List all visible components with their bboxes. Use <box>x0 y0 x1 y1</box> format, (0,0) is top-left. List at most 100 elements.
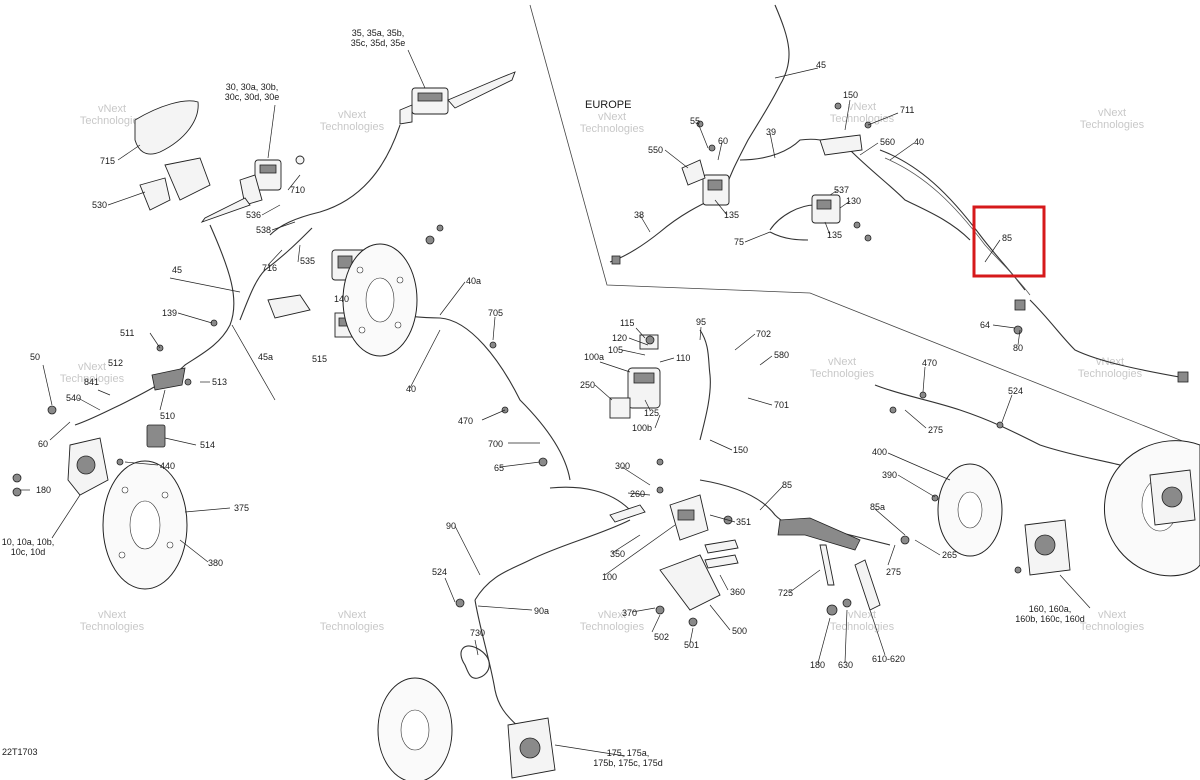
callout-250: 250 <box>580 380 595 390</box>
callout-180-left: 180 <box>36 485 51 495</box>
callout-610: 610-620 <box>872 654 905 664</box>
callout-line: 125 <box>644 408 659 418</box>
callout-line: 39 <box>766 127 776 137</box>
mounting-bracket <box>139 157 211 211</box>
callout-139: 139 <box>162 308 177 318</box>
callout-line: 700 <box>488 439 503 449</box>
callout-line: 55 <box>690 116 700 126</box>
callout-line: 841 <box>84 377 99 387</box>
callout-line: 730 <box>470 628 485 638</box>
callout-line: 139 <box>162 308 177 318</box>
callout-275-mid: 275 <box>886 567 901 577</box>
front-master-cylinder <box>399 71 516 125</box>
callout-730: 730 <box>470 628 485 638</box>
callout-line: 705 <box>488 308 503 318</box>
callout-line: 513 <box>212 377 227 387</box>
bottom-brake-disc <box>377 677 453 780</box>
hose-clamp-bracket <box>777 517 881 611</box>
callout-line: 500 <box>732 626 747 636</box>
callout-45-top: 45 <box>816 60 826 70</box>
callout-line: 524 <box>432 567 447 577</box>
callout-711: 711 <box>900 105 914 115</box>
callout-55: 55 <box>690 116 700 126</box>
callout-64: 64 <box>980 320 990 330</box>
callout-line: 90 <box>446 521 456 531</box>
callout-line: 150 <box>733 445 748 455</box>
callout-line: 524 <box>1008 386 1023 396</box>
callout-line: 375 <box>234 503 249 513</box>
callout-536: 536 <box>246 210 261 220</box>
callout-115: 115 <box>620 318 634 328</box>
callout-40a: 40a <box>466 276 481 286</box>
callout-line: 45 <box>816 60 826 70</box>
callout-535: 535 <box>300 256 315 266</box>
callout-line: 180 <box>810 660 825 670</box>
callout-470-right: 470 <box>922 358 937 368</box>
callout-85a: 85a <box>870 502 885 512</box>
callout-120: 120 <box>612 333 627 343</box>
callout-line: 710 <box>290 185 305 195</box>
callout-65: 65 <box>494 463 504 473</box>
callout-line: 160b, 160c, 160d <box>1015 614 1085 624</box>
callout-160: 160, 160a,160b, 160c, 160d <box>1015 604 1085 624</box>
callout-line: 105 <box>608 345 623 355</box>
front-right-brake-disc <box>342 243 418 357</box>
callout-511: 511 <box>120 328 134 338</box>
callout-line: 350 <box>610 549 625 559</box>
callout-715: 715 <box>100 156 115 166</box>
callout-line: 65 <box>494 463 504 473</box>
callout-501: 501 <box>684 640 699 650</box>
callout-line: 538 <box>256 225 271 235</box>
callout-line: 470 <box>458 416 473 426</box>
callout-110: 110 <box>676 353 690 363</box>
callout-line: 390 <box>882 470 897 480</box>
callout-line: 45 <box>172 265 182 275</box>
europe-abs-valve-right <box>811 134 863 224</box>
callout-leaders <box>20 49 1091 757</box>
callout-95: 95 <box>696 317 706 327</box>
callout-line: 511 <box>120 328 134 338</box>
callout-line: 50 <box>30 352 40 362</box>
callout-175: 175, 175a,175b, 175c, 175d <box>593 748 663 768</box>
callout-line: 300 <box>615 461 630 471</box>
pedal-bracket <box>659 539 739 611</box>
callout-line: 370 <box>622 608 637 618</box>
callout-line: 10c, 10d <box>11 547 46 557</box>
callout-400: 400 <box>872 447 887 457</box>
callout-105: 105 <box>608 345 623 355</box>
europe-abs-valve-left <box>681 159 730 206</box>
callout-line: 250 <box>580 380 595 390</box>
callout-line: 701 <box>774 400 789 410</box>
callout-513: 513 <box>212 377 227 387</box>
callout-line: 510 <box>160 411 175 421</box>
right-caliper <box>1149 469 1196 526</box>
callout-line: 175, 175a, <box>607 748 650 758</box>
callout-line: 10, 10a, 10b, <box>2 537 55 547</box>
callout-10: 10, 10a, 10b,10c, 10d <box>2 537 55 557</box>
callout-line: 90a <box>534 606 549 616</box>
callout-line: 30, 30a, 30b, <box>226 82 279 92</box>
callout-line: 115 <box>620 318 634 328</box>
callout-30: 30, 30a, 30b,30c, 30d, 30e <box>225 82 280 102</box>
hose-loop-730 <box>460 645 490 679</box>
callout-line: 360 <box>730 587 745 597</box>
callout-150-mid: 150 <box>733 445 748 455</box>
callout-line: 110 <box>676 353 690 363</box>
callout-line: 715 <box>100 156 115 166</box>
callout-725: 725 <box>778 588 793 598</box>
callout-540: 540 <box>66 393 81 403</box>
callout-580: 580 <box>774 350 789 360</box>
callout-line: 716 <box>262 263 277 273</box>
callout-line: 64 <box>980 320 990 330</box>
callout-260: 260 <box>630 489 645 499</box>
callout-524-right: 524 <box>1008 386 1023 396</box>
callout-85-mid: 85 <box>782 480 792 490</box>
callout-line: 35, 35a, 35b, <box>352 28 405 38</box>
